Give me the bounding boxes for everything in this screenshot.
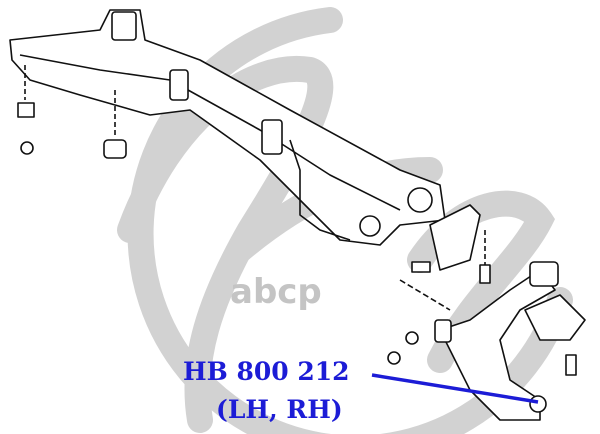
part-number-label: HB 800 212 — [183, 357, 350, 386]
washer — [405, 331, 419, 345]
nut — [20, 141, 34, 155]
watermark-logo-text: abcp — [230, 272, 322, 312]
bushing — [407, 187, 433, 213]
bolt — [565, 354, 577, 376]
side-label: (LH, RH) — [216, 395, 343, 424]
ball-joint — [529, 395, 547, 413]
control-arm — [439, 269, 556, 421]
front-bushing — [434, 319, 452, 343]
bushing — [111, 11, 137, 41]
bolt — [411, 261, 431, 273]
bushing — [169, 69, 189, 101]
mount-washer — [17, 102, 35, 118]
bolt — [479, 264, 491, 284]
mount-bushing — [103, 139, 127, 159]
subframe-body — [9, 9, 446, 246]
arm-bushing — [529, 261, 559, 287]
arm-bracket — [524, 294, 586, 341]
bracket — [429, 204, 481, 271]
leader-line — [371, 373, 539, 404]
nut — [387, 351, 401, 365]
bushing — [261, 119, 283, 155]
